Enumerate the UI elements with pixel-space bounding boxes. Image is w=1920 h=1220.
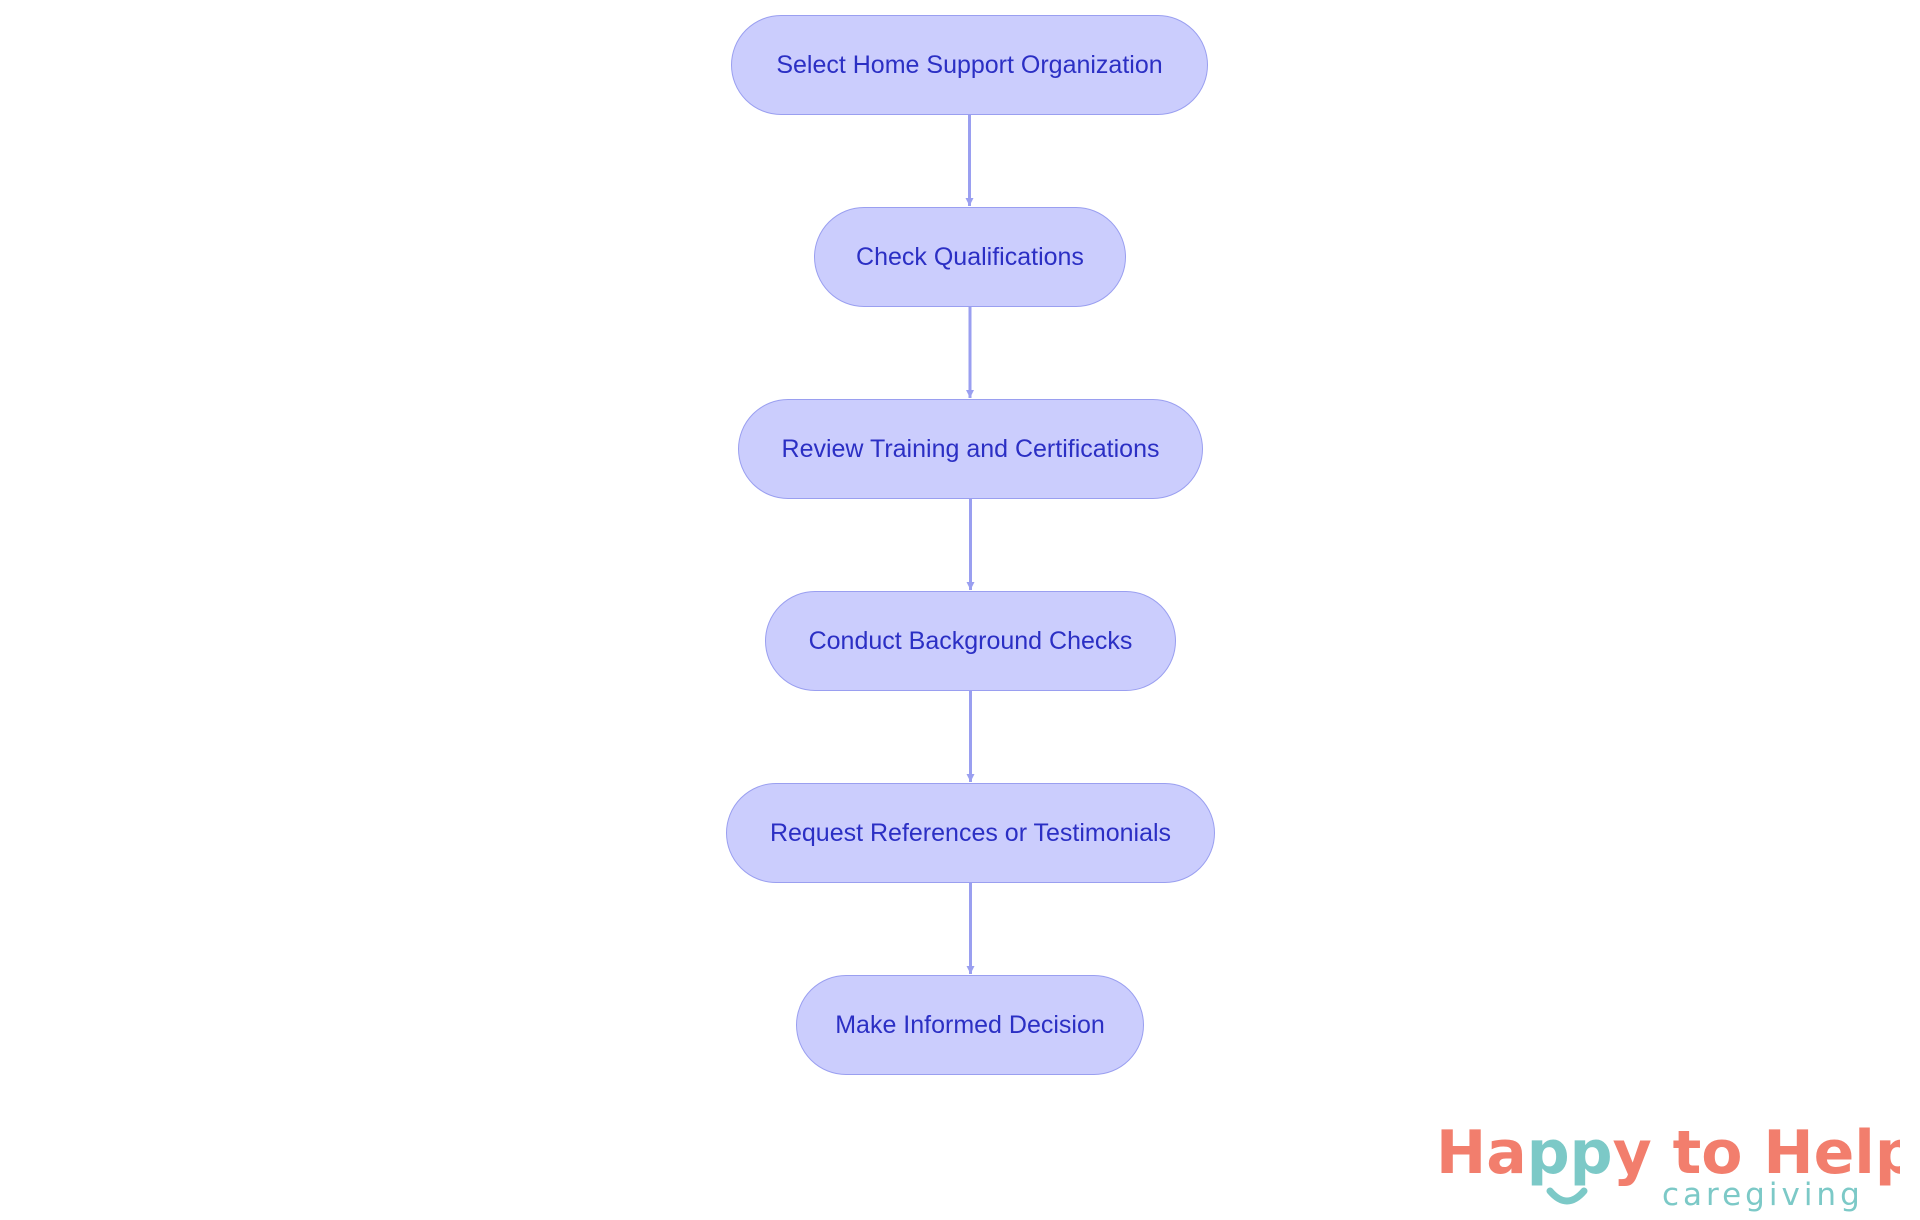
logo-wordmark: Happy to Help — [1436, 1118, 1900, 1188]
logo-tagline: caregiving — [1662, 1177, 1864, 1213]
brand-logo: Happy to Help caregiving — [1430, 1115, 1918, 1215]
step-check-qualifications: Check Qualifications — [814, 207, 1126, 307]
step-request-references: Request References or Testimonials — [726, 783, 1215, 883]
step-select-organization: Select Home Support Organization — [731, 15, 1208, 115]
step-review-training: Review Training and Certifications — [738, 399, 1203, 499]
logo-mark: Happy to Help caregiving — [1436, 1118, 1918, 1213]
step-background-checks: Conduct Background Checks — [765, 591, 1176, 691]
smile-icon — [1546, 1187, 1588, 1205]
step-make-decision: Make Informed Decision — [796, 975, 1144, 1075]
